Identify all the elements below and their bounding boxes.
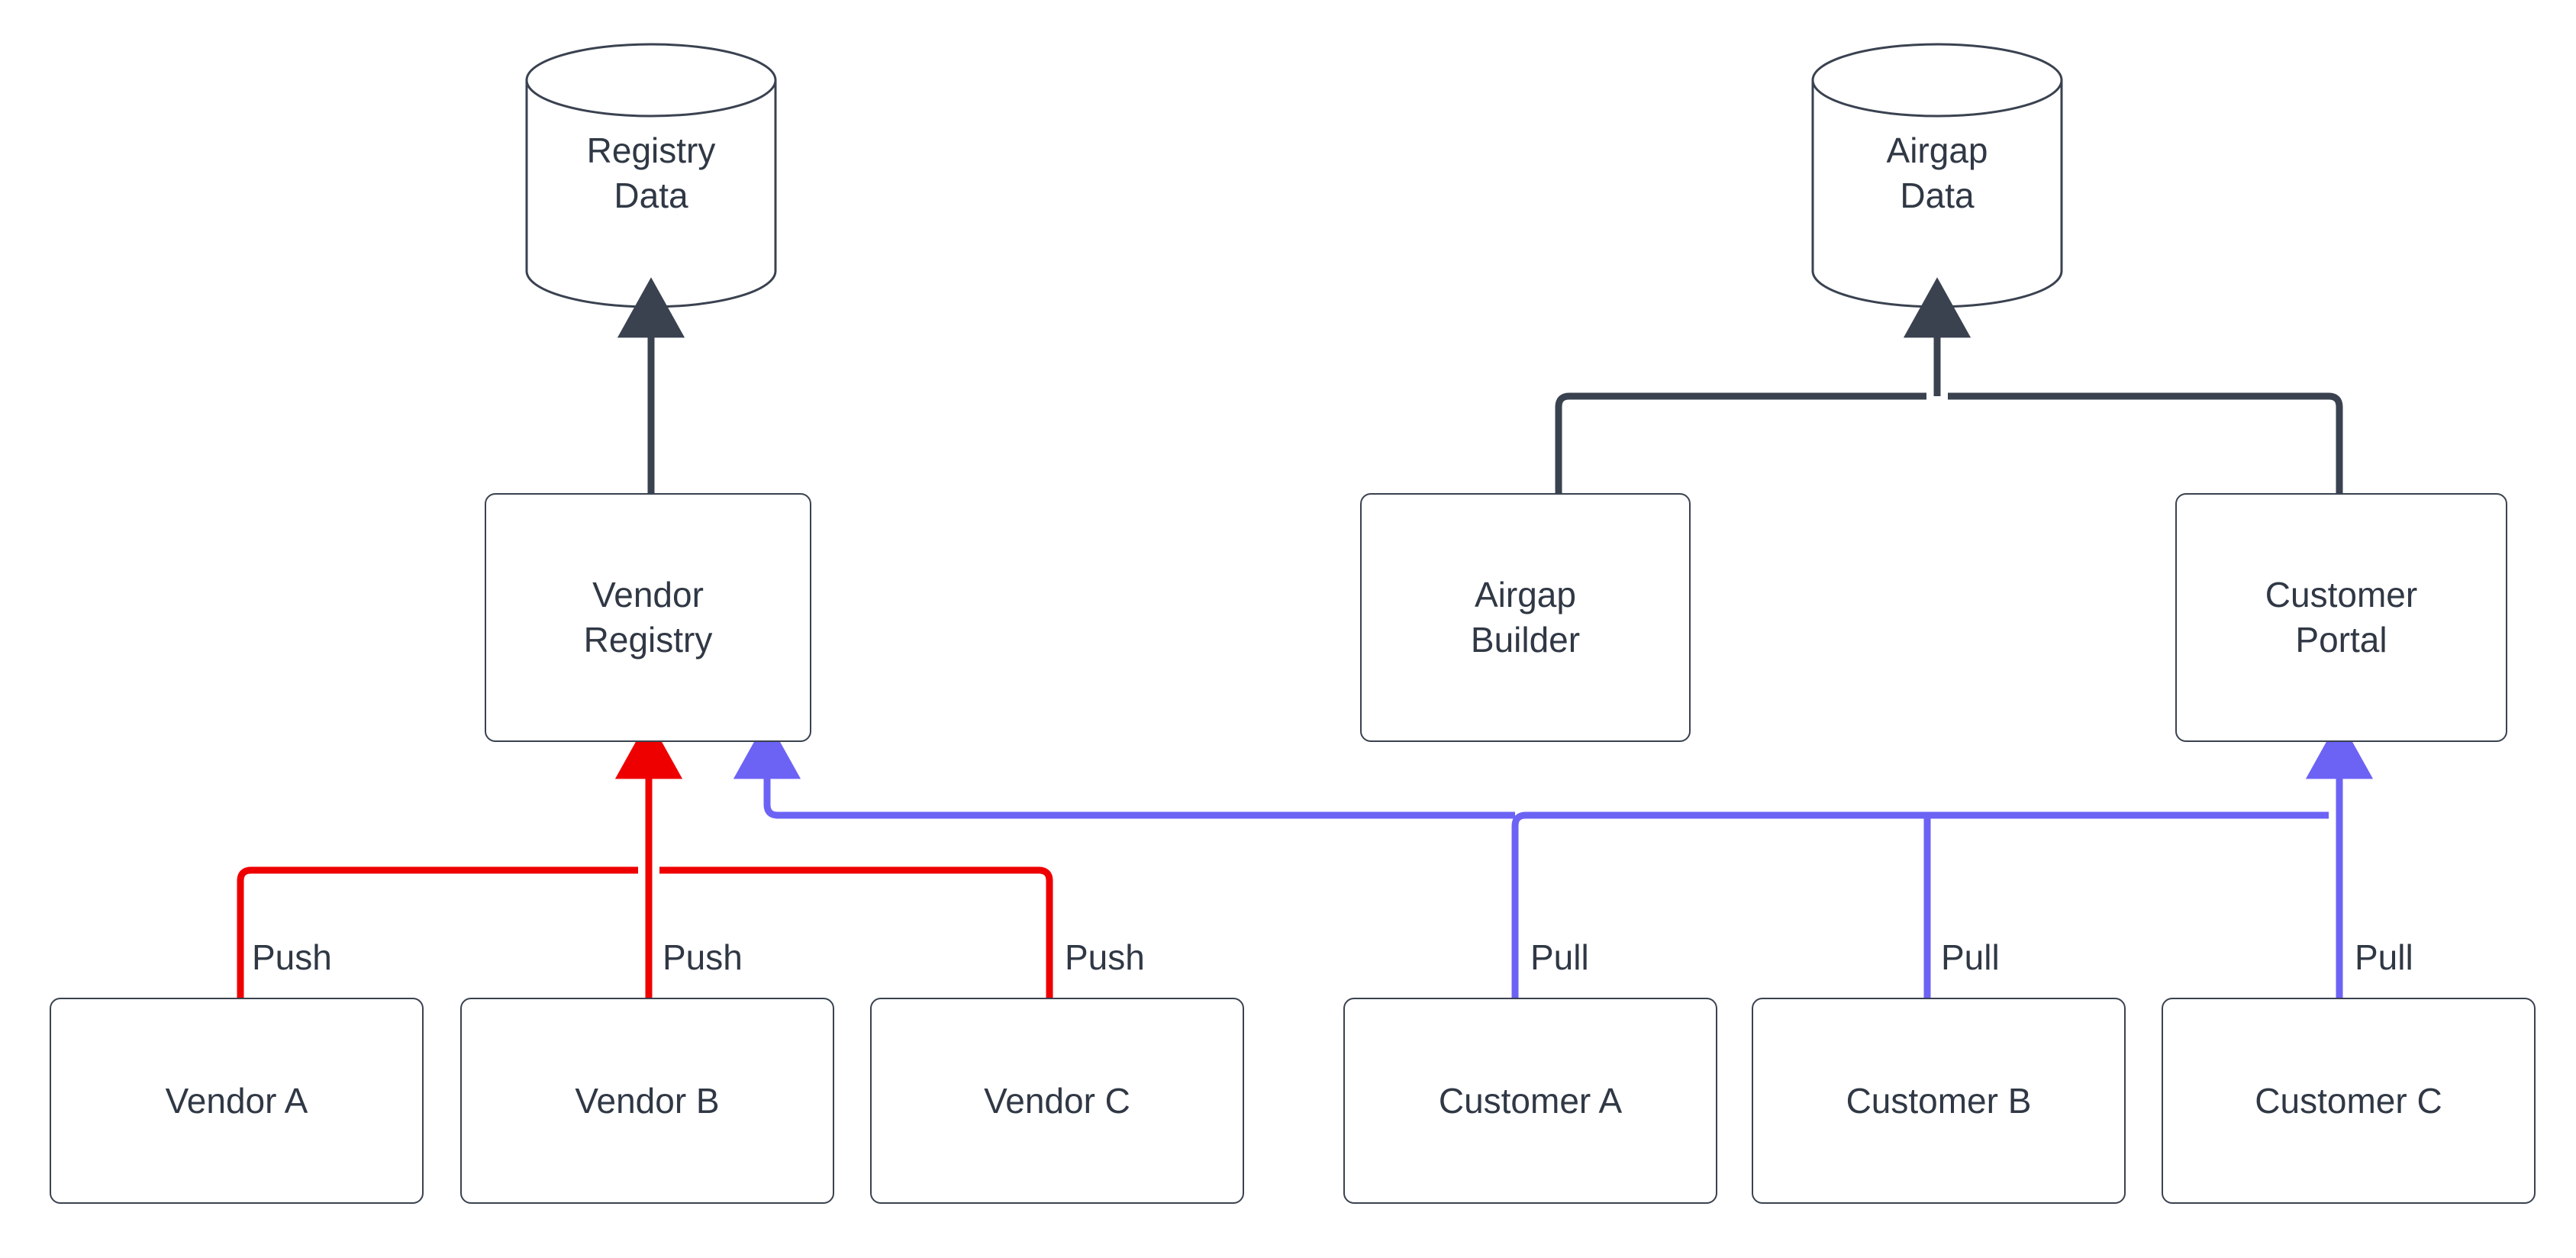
edge-pull-customer-a xyxy=(1511,811,2329,998)
node-vendor-c-label: Vendor C xyxy=(984,1080,1130,1121)
edge-airgap-builder-to-bus xyxy=(1555,392,1926,493)
node-customer-portal[interactable]: Customer Portal xyxy=(2175,493,2507,742)
node-customer-b[interactable]: Customer B xyxy=(1752,998,2126,1204)
node-vendor-b[interactable]: Vendor B xyxy=(460,998,834,1204)
registry-data-label: Registry Data xyxy=(586,131,716,215)
edge-push-vendor-c xyxy=(659,866,1053,998)
node-vendor-a[interactable]: Vendor A xyxy=(50,998,424,1204)
edge-customer-portal-to-bus xyxy=(1948,392,2343,493)
registry-data-cylinder-shape xyxy=(525,43,777,308)
node-customer-a[interactable]: Customer A xyxy=(1343,998,1717,1204)
edge-label-pull-customer-a: Pull xyxy=(1530,937,1589,977)
airgap-data-cylinder-shape xyxy=(1811,43,2063,308)
node-vendor-registry-label: Vendor Registry xyxy=(583,575,713,660)
node-customer-a-label: Customer A xyxy=(1438,1080,1623,1121)
node-customer-c[interactable]: Customer C xyxy=(2162,998,2536,1204)
node-customer-portal-label: Customer Portal xyxy=(2265,575,2418,660)
node-airgap-builder-label: Airgap Builder xyxy=(1470,575,1581,660)
node-vendor-registry[interactable]: Vendor Registry xyxy=(485,493,811,742)
edge-label-pull-customer-b: Pull xyxy=(1941,937,2000,977)
airgap-data-label: Airgap Data xyxy=(1886,131,1988,215)
node-customer-b-label: Customer B xyxy=(1846,1080,2032,1121)
node-vendor-c[interactable]: Vendor C xyxy=(870,998,1244,1204)
node-vendor-a-label: Vendor A xyxy=(165,1080,308,1121)
edge-push-vendor-a xyxy=(237,866,638,998)
edge-label-push-vendor-b: Push xyxy=(663,937,743,977)
edge-label-pull-customer-c: Pull xyxy=(2355,937,2413,977)
node-airgap-builder[interactable]: Airgap Builder xyxy=(1360,493,1691,742)
edge-label-push-vendor-c: Push xyxy=(1065,937,1145,977)
node-vendor-b-label: Vendor B xyxy=(575,1080,720,1121)
node-customer-c-label: Customer C xyxy=(2255,1080,2442,1121)
edge-pull-bus-to-vendor-registry xyxy=(733,718,1515,819)
edge-label-push-vendor-a: Push xyxy=(252,937,332,977)
